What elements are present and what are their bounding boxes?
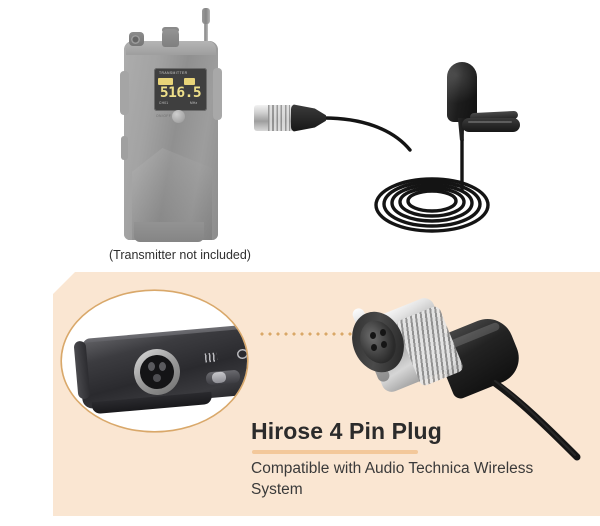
antenna-cap: [202, 8, 210, 24]
transmitter-top-bevel: [126, 41, 216, 55]
feature-heading: Hirose 4 Pin Plug: [251, 418, 442, 444]
plug-pin-3: [371, 344, 377, 351]
feature-subtitle: Compatible with Audio Technica Wireless …: [251, 460, 534, 498]
wireless-transmitter-silhouette: TRANSMITTER 516.5 CH01 MHz ON/OFF: [110, 8, 240, 242]
transmitter-side-panel-right: [213, 68, 222, 120]
socket-pin-1: [148, 362, 155, 371]
hirose-4-pin-plug-illustration: [343, 295, 535, 425]
plug-pin-1: [370, 332, 376, 339]
inset-photo: [62, 291, 247, 431]
display-channel-label: CH01: [159, 101, 169, 105]
transmitter-side-panel-left: [120, 71, 129, 115]
power-button: [172, 110, 185, 123]
plug-pin-2: [380, 329, 386, 336]
dotted-connector-line: [258, 331, 354, 337]
power-button-label: ON/OFF: [156, 114, 172, 118]
transmitter-display: [154, 68, 207, 111]
transmitter-belt-clip: [134, 222, 204, 242]
lavalier-microphone-windscreen: [447, 62, 477, 122]
display-status-icons: [158, 78, 203, 86]
plug-pin-4: [381, 341, 387, 348]
microphone-cable: [322, 116, 490, 233]
battery-icon: [158, 78, 173, 85]
transmitter-input-jack-ring: [131, 35, 140, 44]
housing-marking-lines: [204, 352, 218, 363]
transmitter-side-panel-left-lower: [121, 136, 128, 160]
microphone-tie-clip: [462, 118, 520, 132]
slide-switch-knob: [211, 371, 227, 384]
top-product-scene: TRANSMITTER 516.5 CH01 MHz ON/OFF (Trans…: [109, 8, 520, 262]
plug-cable-tail: [491, 379, 581, 461]
display-title: TRANSMITTER: [159, 71, 188, 75]
display-unit-label: MHz: [190, 101, 198, 105]
signal-icon: [184, 78, 195, 85]
display-frequency-value: 516.5: [159, 85, 202, 101]
disclaimer-caption: (Transmitter not included): [109, 248, 251, 262]
cable-connector-knurling: [268, 105, 290, 131]
transmitter-jack-closeup-inset: [62, 291, 247, 431]
microphone-neck: [457, 118, 466, 140]
heading-underline: [252, 450, 418, 454]
transmitter-knob: [162, 29, 179, 47]
socket-pin-2: [159, 362, 166, 371]
microphone-clip-highlight: [468, 121, 512, 123]
housing-marking-circle: [237, 349, 247, 360]
windscreen-highlight: [447, 62, 477, 122]
socket-pin-3: [153, 374, 161, 382]
